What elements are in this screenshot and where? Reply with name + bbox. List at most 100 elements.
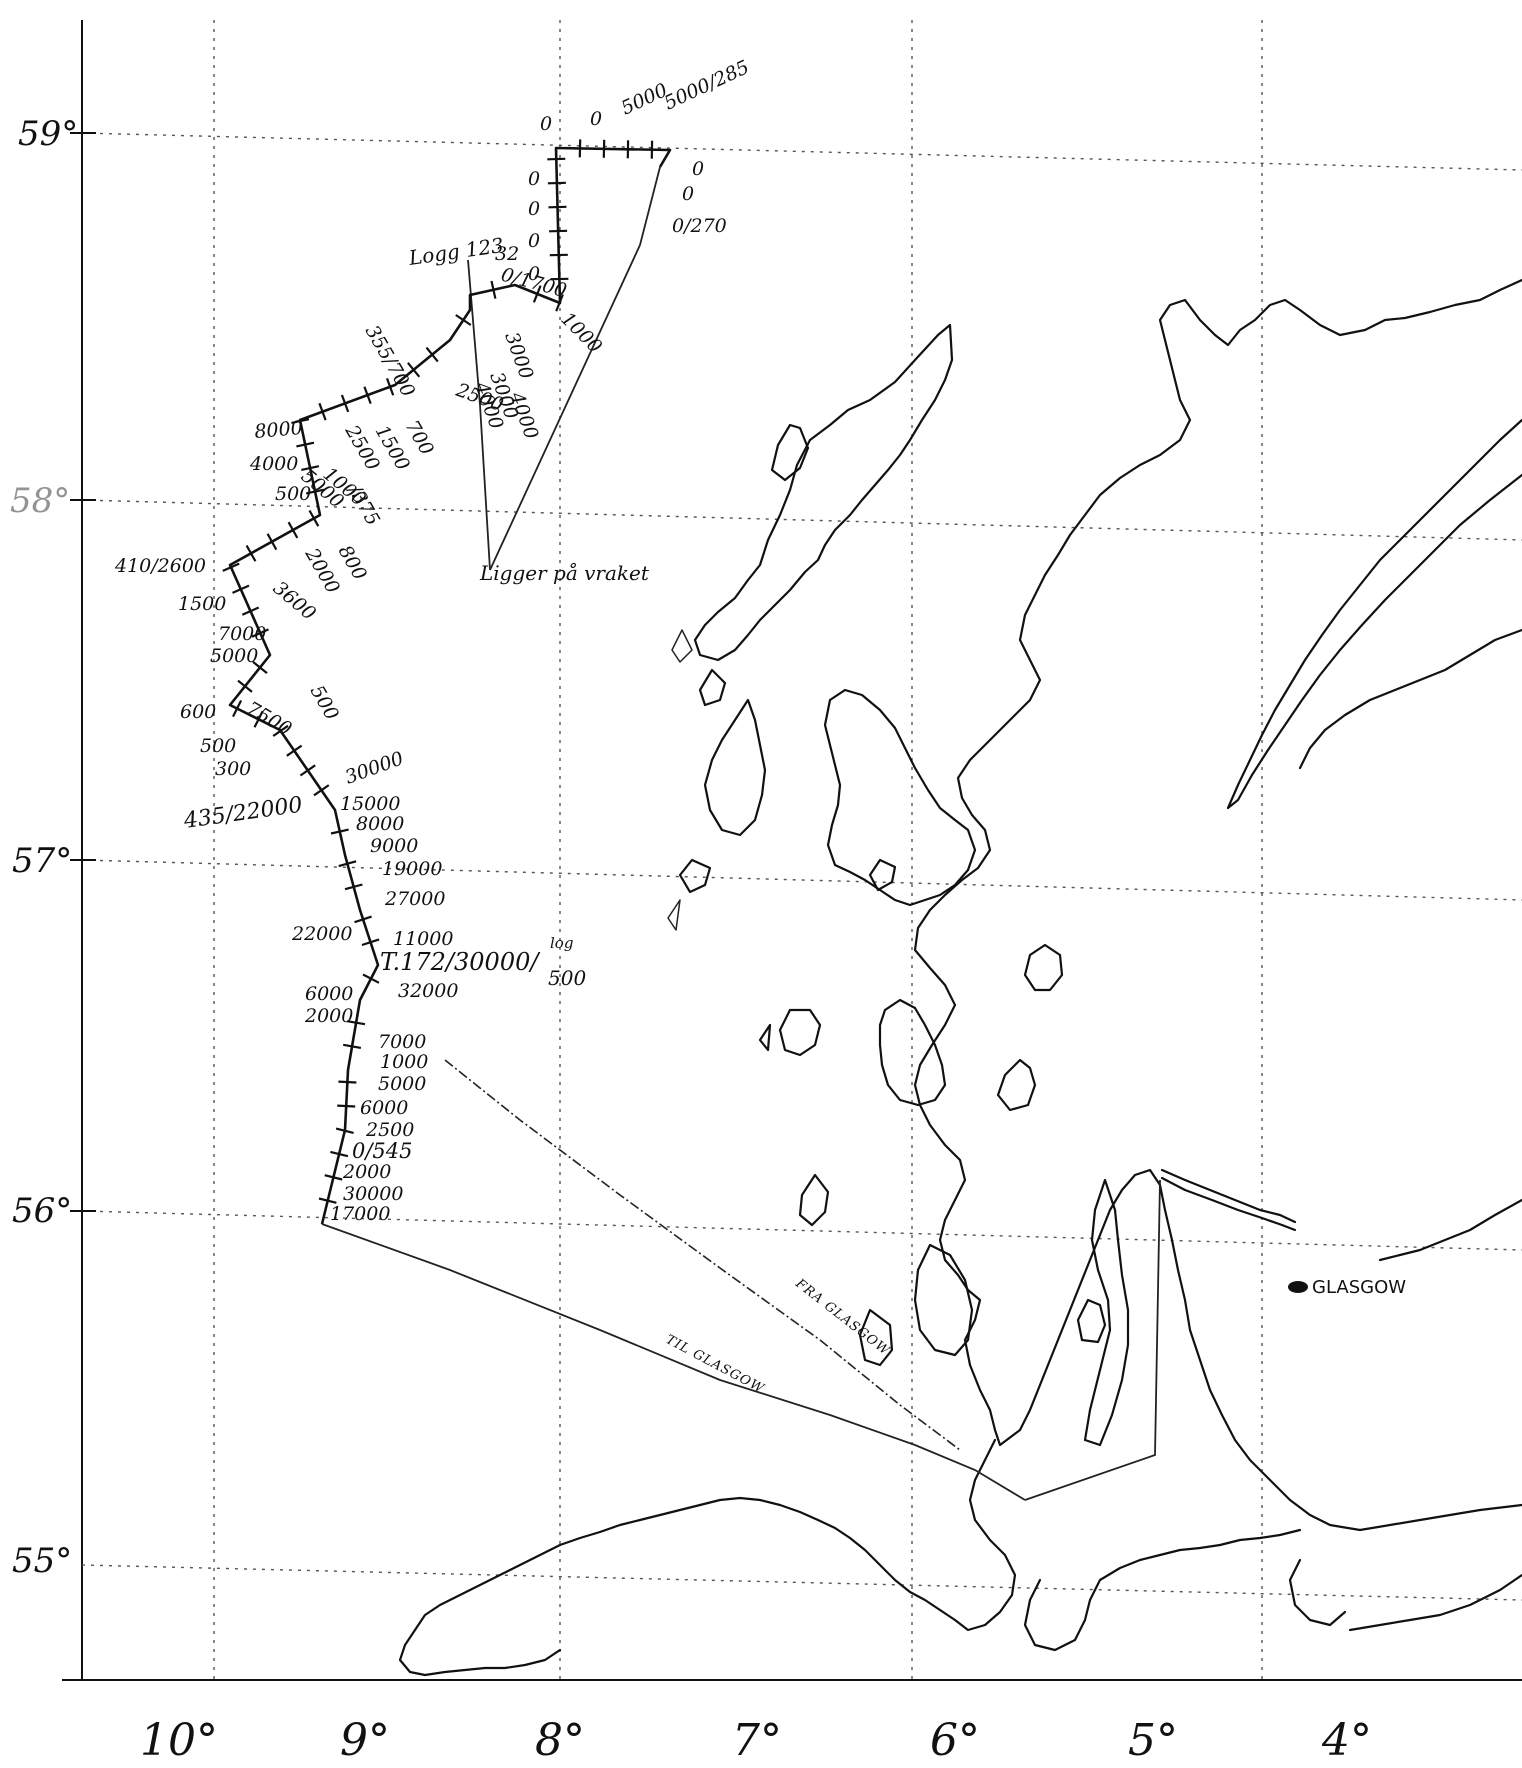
latitude-labels: 59° 58° 57° 56° 55°	[10, 114, 78, 1581]
map-frame	[62, 20, 1522, 1681]
count-label: 27000	[384, 888, 445, 910]
track-tick	[296, 441, 315, 448]
track-tick	[318, 402, 327, 421]
track-tick	[222, 562, 240, 572]
track-tick	[308, 509, 320, 527]
count-label: 15000	[340, 793, 400, 815]
track-tick	[301, 465, 320, 471]
track-tick	[232, 584, 250, 594]
track-tick	[237, 679, 253, 693]
coastline-skye-mull	[758, 688, 1130, 1447]
note-log-small: log	[550, 934, 573, 952]
lat-label: 59°	[18, 114, 78, 154]
track-tick	[548, 205, 567, 209]
track-tick	[241, 606, 260, 616]
track-tick	[266, 533, 278, 551]
track-tick	[299, 764, 316, 777]
track-tick	[335, 1127, 354, 1134]
lat-label: 57°	[12, 841, 72, 881]
track-tick	[251, 628, 269, 638]
note-logg-top: Logg 123	[406, 233, 505, 270]
track-tick	[385, 378, 395, 396]
count-label: 0	[528, 168, 540, 190]
track-tick	[343, 1043, 362, 1049]
count-label: 300	[215, 758, 251, 780]
track-tick	[245, 544, 257, 562]
count-label: 9000	[370, 835, 418, 857]
count-label: 4000	[249, 453, 298, 475]
track-tick	[549, 229, 568, 233]
count-label: 500	[275, 483, 311, 505]
latitude-ticks	[70, 132, 96, 1212]
route-ligger-b	[467, 259, 491, 571]
track-tick	[324, 1174, 343, 1181]
lon-label: 9°	[340, 1715, 390, 1766]
track-tick	[555, 294, 564, 312]
track-tick	[354, 915, 372, 924]
track-tick	[361, 938, 380, 947]
track-tick	[547, 157, 566, 161]
route-to-glasgow	[321, 1223, 1026, 1501]
lat-label: 55°	[12, 1541, 72, 1581]
track-tick	[313, 784, 330, 797]
track-tick	[318, 1197, 337, 1204]
count-label: 500	[200, 735, 236, 757]
track-tick	[330, 1150, 349, 1158]
count-label: 2500	[365, 1119, 414, 1141]
coastline-mainland	[913, 278, 1522, 1632]
count-label: 11000	[393, 928, 453, 950]
track-tick	[291, 418, 310, 424]
count-label: 435/22000	[181, 793, 304, 835]
count-label: 32000	[398, 980, 458, 1002]
count-label: 6000	[360, 1097, 408, 1119]
lon-label: 4°	[1321, 1715, 1372, 1766]
lat-label: 56°	[12, 1191, 72, 1231]
track-tick	[547, 181, 566, 185]
track-tick	[232, 700, 243, 718]
count-label: 7000	[378, 1031, 426, 1053]
route-from-glasgow	[444, 1059, 961, 1451]
count-label: 5000/285	[661, 56, 753, 114]
count-label: 0	[528, 198, 540, 220]
count-label: 0	[528, 263, 540, 285]
count-label: 32	[495, 243, 519, 265]
track-tick	[305, 488, 325, 495]
route-label-to-glasgow: TIL GLASGOW	[663, 1332, 767, 1397]
coastline-outer-hebrides	[667, 323, 954, 931]
count-label: 500	[306, 682, 343, 724]
count-label: 0	[540, 113, 552, 135]
graticule	[81, 20, 1522, 1680]
route-ligger-a	[489, 166, 661, 571]
count-label: 2000	[304, 1005, 353, 1027]
count-label: 410/2600	[114, 555, 206, 577]
count-label: 3600	[269, 577, 320, 625]
count-label: 7500	[243, 697, 296, 740]
track-tick	[338, 1080, 357, 1084]
count-label: 0	[692, 158, 704, 180]
track-tick	[272, 724, 289, 737]
count-label: 5000	[210, 645, 258, 667]
track-tick	[287, 521, 299, 539]
count-label: 0	[528, 230, 540, 252]
track-tick	[455, 314, 472, 326]
count-label: 1500	[178, 593, 226, 615]
note-ligger: Ligger på vraket	[479, 561, 650, 585]
coastline-ireland	[398, 1438, 1347, 1677]
count-label: 5000	[378, 1073, 426, 1095]
track-tick	[362, 973, 380, 984]
glasgow-marker-icon	[1288, 1281, 1308, 1293]
ship-track	[222, 139, 672, 1225]
track-tick	[337, 1104, 356, 1108]
count-label: 0/270	[672, 215, 727, 237]
track-tick	[347, 1020, 366, 1026]
lon-label: 7°	[732, 1715, 782, 1766]
count-label: 0	[682, 183, 694, 205]
lat-label: 58°	[10, 481, 70, 521]
count-label: 1000	[380, 1051, 428, 1073]
track-tick	[286, 744, 303, 757]
track-tick	[338, 860, 357, 868]
glasgow-channel	[1160, 1168, 1308, 1293]
track-tick	[363, 386, 372, 404]
track-tick	[340, 394, 350, 413]
